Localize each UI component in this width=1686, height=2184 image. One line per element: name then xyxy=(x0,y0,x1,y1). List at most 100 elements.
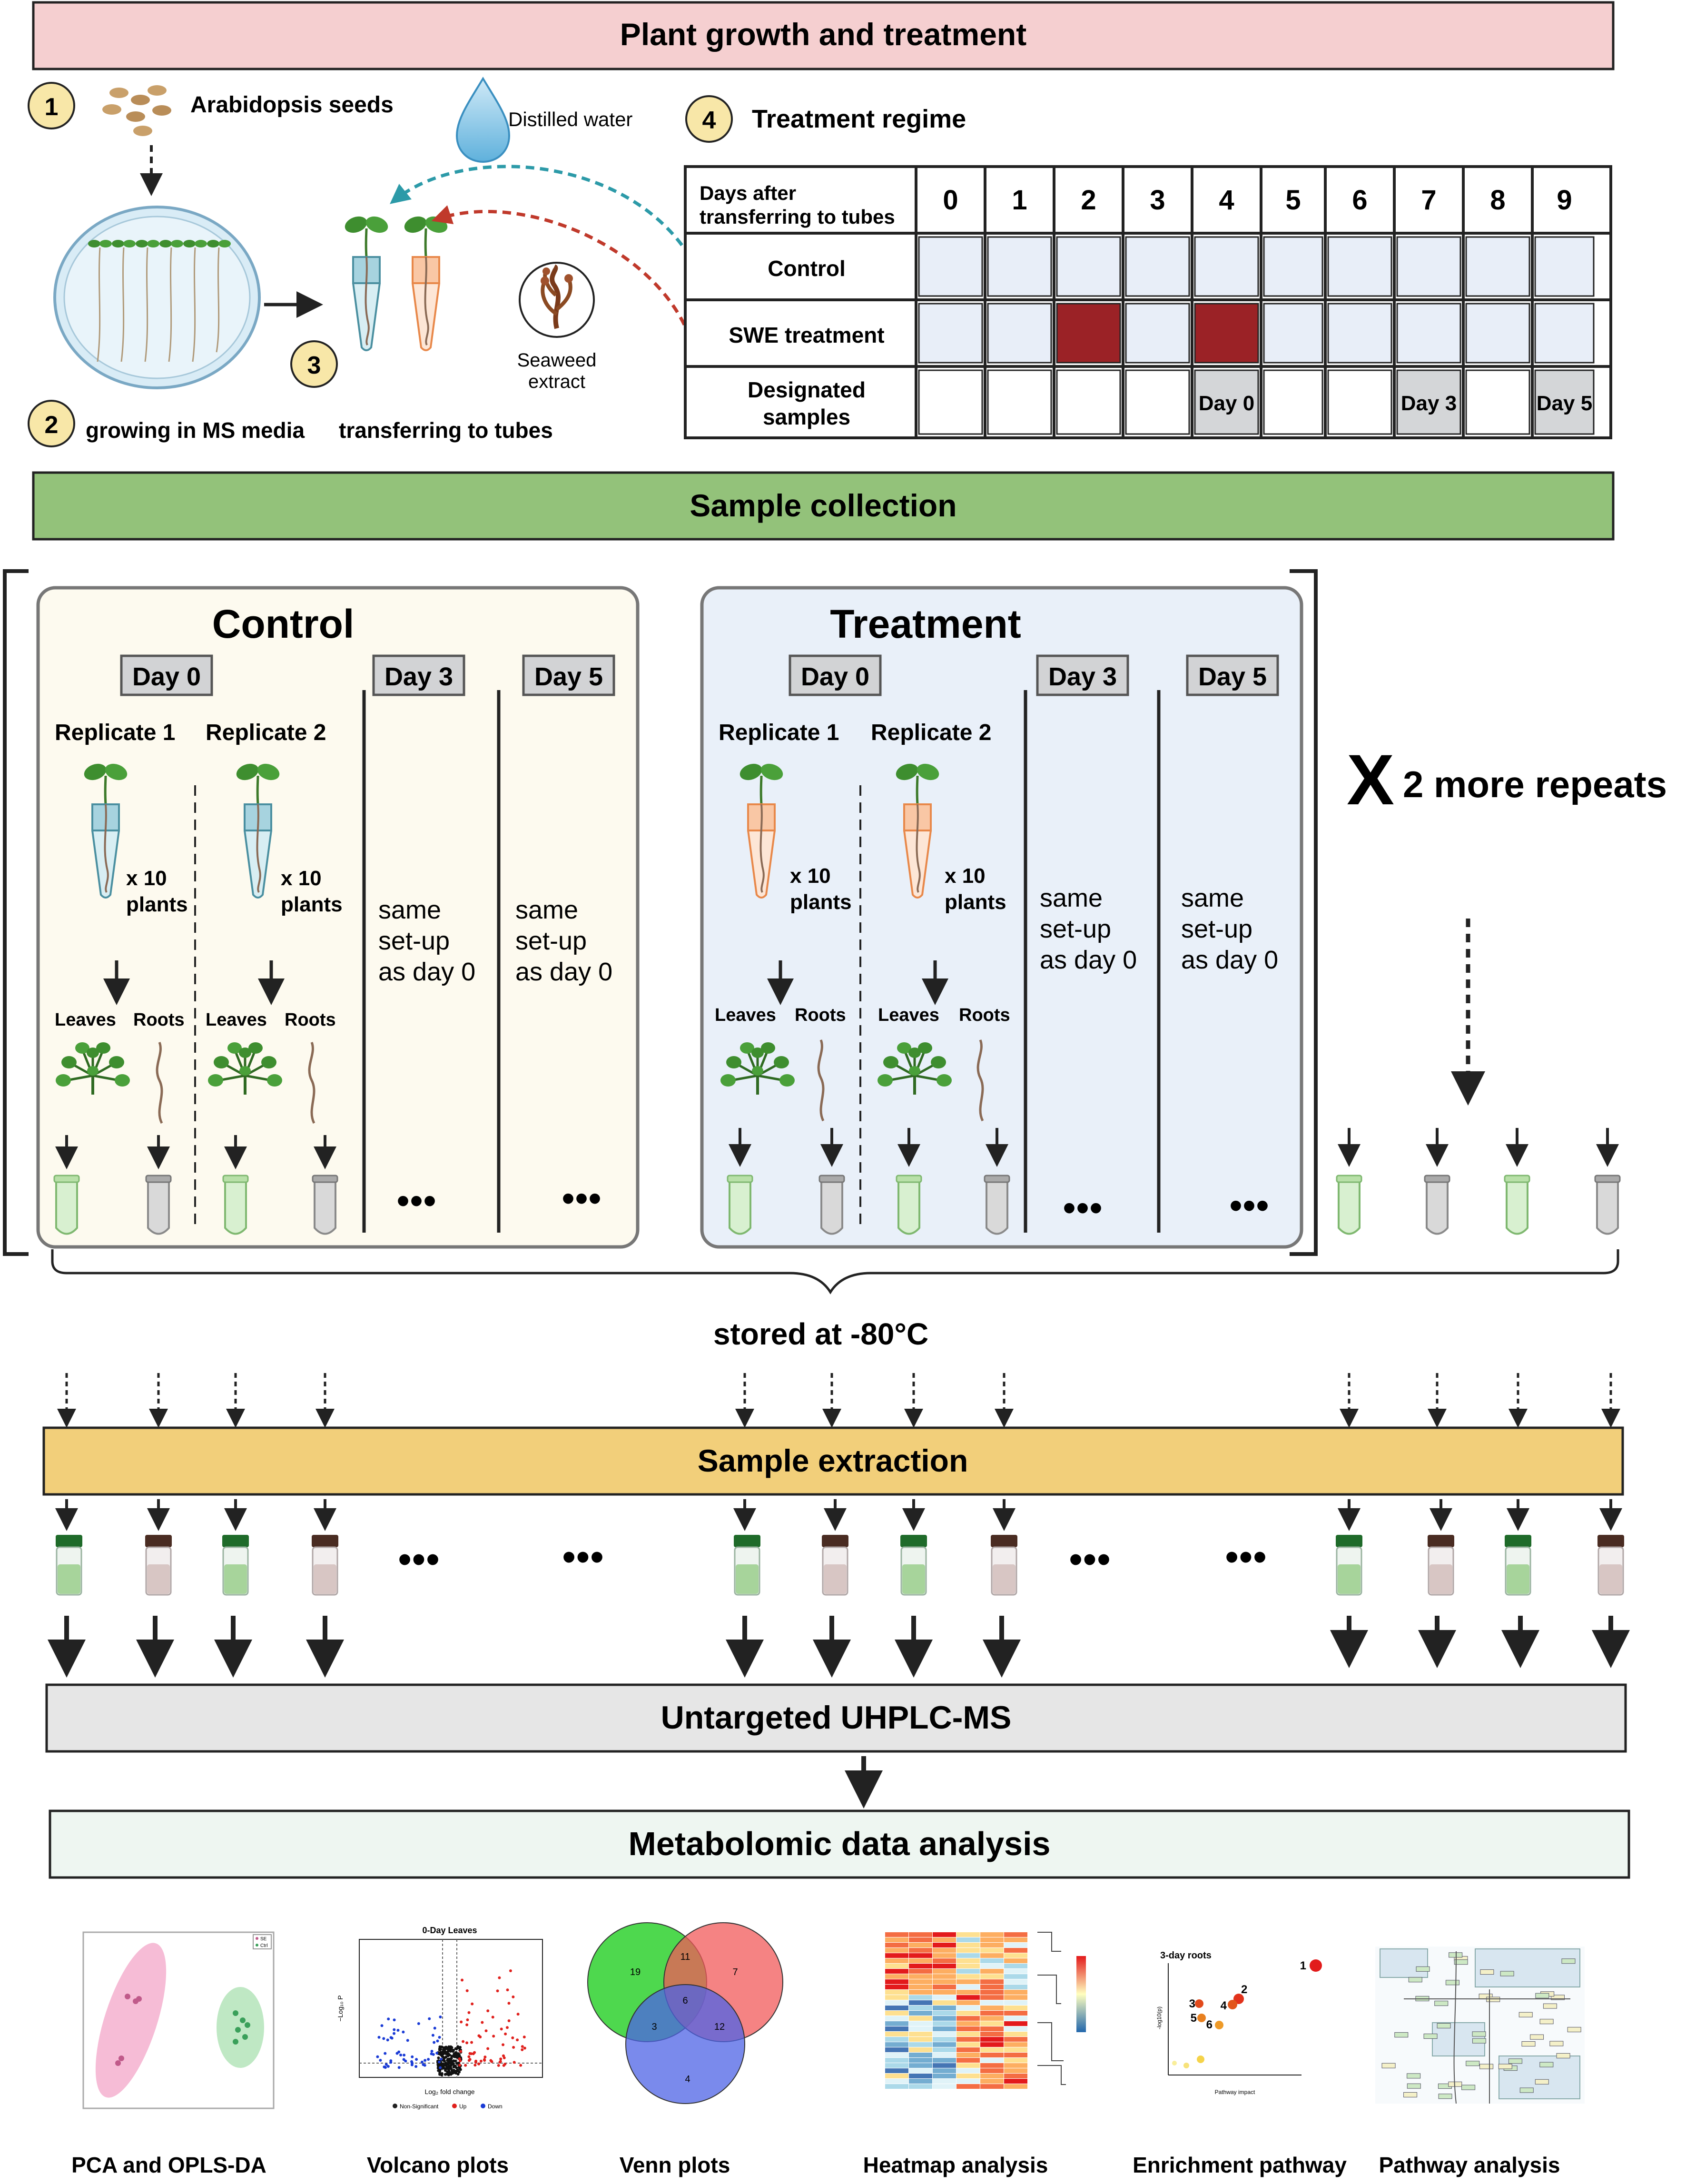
venn-thumbnail: 19 11 7 6 3 12 4 xyxy=(587,1922,783,2104)
treatment-roots-b: Roots xyxy=(959,1005,1010,1025)
sample-collection-title: Sample collection xyxy=(690,488,956,523)
extraction-to-vials-arrows xyxy=(55,1499,1622,1531)
regime-row-control: Control xyxy=(768,256,846,281)
regime-day-9: 9 xyxy=(1557,185,1572,216)
treatment-day5: Day 5 xyxy=(1198,662,1267,691)
pca-legend-ctrl: Ctrl xyxy=(260,1943,268,1948)
enrich-xlabel: Pathway impact xyxy=(1215,2089,1255,2095)
treatment-root-tube-a-icon xyxy=(818,1175,845,1235)
sample-extraction-banner xyxy=(42,1426,1624,1496)
control-day3-same-2: set-up xyxy=(378,927,450,955)
regime-sample-cell xyxy=(1534,369,1595,435)
enrichment-thumbnail: 3-day roots Pathway impact -log10(p) 1 2… xyxy=(1156,1950,1322,2095)
step-3-number: 3 xyxy=(307,352,321,379)
step-4-number: 4 xyxy=(702,107,716,134)
step-3-badge xyxy=(290,340,338,388)
regime-title: Treatment regime xyxy=(752,105,966,133)
regime-control-cell xyxy=(1194,236,1259,297)
distilled-water-label: Distilled water xyxy=(508,108,632,130)
control-plants-a: plants xyxy=(126,893,188,916)
seaweed-arrow xyxy=(431,205,692,339)
venn-value-b: 7 xyxy=(732,1967,738,1977)
control-day0: Day 0 xyxy=(132,662,201,691)
analysis-pca-label: PCA and OPLS-DA xyxy=(71,2153,266,2177)
plant-growth-title: Plant growth and treatment xyxy=(620,17,1026,52)
treatment-day3-same-2: set-up xyxy=(1040,915,1111,943)
data-analysis-banner xyxy=(49,1809,1630,1879)
seaweed-label-1: Seaweed xyxy=(517,350,597,371)
volcano-title: 0-Day Leaves xyxy=(422,1926,477,1935)
storage-to-extraction-arrows xyxy=(57,1373,1620,1428)
control-root-tube-a-icon xyxy=(145,1175,172,1235)
treatment-rep2: Replicate 2 xyxy=(871,720,991,745)
volcano-legend-ns: Non-Significant xyxy=(400,2103,439,2110)
control-rep1: Replicate 1 xyxy=(55,720,175,745)
regime-sample-label: Day 3 xyxy=(1401,392,1457,415)
step-1-number: 1 xyxy=(45,93,59,121)
control-day3-same-1: same xyxy=(378,896,441,924)
regime-day-5: 5 xyxy=(1285,185,1301,216)
treatment-day3-same-3: as day 0 xyxy=(1040,946,1137,974)
regime-day-4: 4 xyxy=(1219,185,1234,216)
enrich-ylabel: -log10(p) xyxy=(1156,2006,1163,2029)
water-arrow xyxy=(390,165,691,258)
control-rep2: Replicate 2 xyxy=(206,720,326,745)
regime-header-line1: Days after xyxy=(700,182,796,204)
regime-day-1: 1 xyxy=(1012,185,1027,216)
analysis-enrichment-label: Enrichment pathway xyxy=(1133,2153,1347,2177)
treatment-plants-b: plants xyxy=(945,890,1006,914)
treatment-x10a: x 10 xyxy=(790,864,831,888)
venn-value-ac: 3 xyxy=(651,2022,657,2032)
extraction-ellipsis-1: ••• xyxy=(398,1537,440,1581)
plant-growth-banner xyxy=(32,1,1615,70)
treatment-leaf-tube-a-icon xyxy=(727,1175,753,1235)
pca-legend-se: SE xyxy=(260,1937,267,1942)
treatment-root-tube-b-icon xyxy=(984,1175,1010,1235)
control-day3: Day 3 xyxy=(385,662,453,691)
regime-swe-cell xyxy=(1327,303,1392,364)
treatment-rep1: Replicate 1 xyxy=(719,720,839,745)
control-roots-b: Roots xyxy=(285,1010,336,1030)
vial-leaf-icon xyxy=(899,1534,928,1596)
control-title: Control xyxy=(212,602,355,646)
treatment-title: Treatment xyxy=(830,602,1021,646)
vial-root-icon xyxy=(144,1534,173,1596)
regime-empty-cell xyxy=(1125,369,1190,435)
treatment-day0: Day 0 xyxy=(801,662,869,691)
regime-day-0: 0 xyxy=(943,185,958,216)
uhplc-banner xyxy=(45,1683,1627,1753)
plant-tube-blue-icon xyxy=(343,214,390,350)
regime-control-cell xyxy=(1465,236,1530,297)
repeat-tubes xyxy=(1336,1128,1621,1235)
vials-to-uhplc-arrows xyxy=(48,1616,1630,1678)
regime-row-designated-2: samples xyxy=(763,405,850,429)
extraction-ellipsis-3: ••• xyxy=(1069,1537,1111,1581)
control-day5-same-3: as day 0 xyxy=(515,958,612,986)
extraction-ellipsis-2: ••• xyxy=(562,1534,604,1579)
seaweed-icon xyxy=(519,262,595,338)
regime-empty-cell xyxy=(987,369,1052,435)
control-leaf-tube-b-icon xyxy=(222,1175,249,1235)
storage-label: stored at -80°C xyxy=(713,1317,928,1351)
enrich-point-4: 4 xyxy=(1221,1999,1227,2012)
regime-day-3: 3 xyxy=(1150,185,1165,216)
regime-control-cell xyxy=(1125,236,1190,297)
control-x10b: x 10 xyxy=(281,867,322,890)
enrich-point-5: 5 xyxy=(1191,2012,1197,2025)
control-x10a: x 10 xyxy=(126,867,167,890)
regime-sample-label: Day 5 xyxy=(1537,392,1592,415)
treatment-leaves-b: Leaves xyxy=(878,1005,939,1025)
enrich-point-6: 6 xyxy=(1206,2018,1213,2031)
regime-control-cell xyxy=(1056,236,1121,297)
vial-root-icon xyxy=(990,1534,1018,1596)
vial-leaf-icon xyxy=(1504,1534,1532,1596)
venn-value-c: 4 xyxy=(685,2074,690,2085)
control-day3-same-3: as day 0 xyxy=(378,958,475,986)
treatment-x10b: x 10 xyxy=(945,864,986,888)
petri-dish-icon xyxy=(53,206,261,389)
control-day5: Day 5 xyxy=(534,662,603,691)
pca-thumbnail: SE Ctrl xyxy=(82,1931,275,2109)
regime-swe-cell xyxy=(1534,303,1595,364)
vial-leaf-icon xyxy=(733,1534,761,1596)
